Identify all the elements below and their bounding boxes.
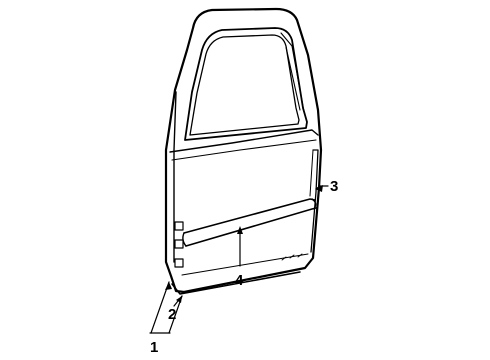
window-opening-inner	[189, 34, 300, 136]
rear-edge-molding	[310, 149, 319, 253]
arrowhead-4	[237, 226, 243, 234]
callout-2: 2	[168, 306, 176, 323]
arrowhead-1	[165, 282, 172, 290]
window-channel	[280, 32, 305, 113]
window-opening-outer	[184, 27, 308, 141]
hinge-pocket-lower	[174, 258, 184, 268]
hinge-pocket-middle	[174, 239, 184, 249]
door-beltline	[169, 129, 319, 153]
arrowhead-2	[176, 296, 182, 303]
callout-1: 1	[150, 339, 158, 356]
hinge-pocket-upper	[174, 221, 184, 231]
door-beltline-lower	[171, 139, 317, 161]
callout-3: 3	[330, 178, 338, 195]
door-pillar-edge	[173, 91, 177, 263]
bottom-molding	[171, 271, 301, 295]
callout-4: 4	[235, 272, 244, 289]
rear-edge-molding-inner	[309, 149, 314, 197]
window-channel-lower	[285, 46, 301, 111]
lower-panel-hatching	[281, 253, 303, 261]
arrowhead-3	[315, 185, 323, 192]
leader-line-1a	[150, 281, 170, 334]
door-lower-crease	[181, 253, 309, 276]
door-outer-outline	[164, 7, 323, 294]
